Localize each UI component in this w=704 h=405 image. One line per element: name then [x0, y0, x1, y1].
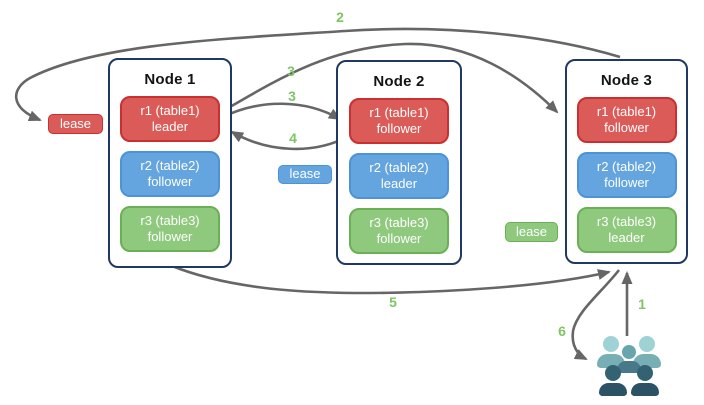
replica-role: leader	[380, 176, 418, 191]
node-2-replica-r3: r3 (table3) follower	[349, 208, 449, 254]
replica-name: r3 (table3)	[369, 215, 429, 230]
node-3: Node 3 r1 (table1) follower r2 (table2) …	[565, 59, 688, 264]
arrow-label-3b: 3	[288, 88, 296, 104]
person-body	[631, 383, 659, 396]
node-1: Node 1 r1 (table1) leader r2 (table2) fo…	[108, 58, 232, 268]
users-icon	[596, 334, 662, 396]
replica-name: r3 (table3)	[596, 214, 657, 229]
person-head	[639, 336, 655, 352]
node-2-title: Node 2	[373, 73, 425, 90]
arrow-label-3a: 3	[287, 63, 295, 79]
node-1-replica-r1: r1 (table1) leader	[120, 96, 220, 142]
node-1-replica-r2: r2 (table2) follower	[120, 151, 220, 197]
replica-name: r3 (table3)	[140, 213, 200, 228]
arrow-5-node1-to-node3	[171, 264, 611, 295]
node-2-replica-r2: r2 (table2) leader	[349, 153, 449, 199]
replica-role: follower	[376, 121, 422, 136]
arrow-6-node3-to-users	[571, 269, 621, 361]
node-3-replica-r3: r3 (table3) leader	[576, 207, 677, 253]
node-3-replica-r2: r2 (table2) follower	[576, 152, 677, 198]
person-head	[603, 336, 619, 352]
replica-name: r2 (table2)	[369, 160, 429, 175]
replica-name: r2 (table2)	[596, 159, 657, 174]
replica-name: r1 (table1)	[369, 105, 429, 120]
node-1-replica-r3: r3 (table3) follower	[120, 206, 220, 252]
lease-badge-table3: lease	[505, 222, 558, 242]
lease-badge-table2: lease	[278, 165, 332, 184]
node-3-title: Node 3	[600, 72, 653, 89]
replica-role: leader	[151, 119, 189, 134]
person-head	[637, 365, 653, 381]
replica-role: follower	[604, 175, 649, 190]
arrow-2-node3-to-lease1	[14, 27, 621, 122]
person-body	[599, 383, 627, 396]
arrow-label-5: 5	[389, 294, 397, 310]
arrow-label-6: 6	[558, 323, 566, 339]
replica-name: r2 (table2)	[140, 158, 200, 173]
arrow-3-node1-to-node2	[222, 102, 342, 121]
person-head	[605, 365, 621, 381]
replica-name: r1 (table1)	[596, 104, 657, 119]
person-body	[633, 354, 661, 368]
person-body	[617, 361, 641, 373]
replica-name: r1 (table1)	[140, 103, 200, 118]
replica-role: follower	[604, 120, 649, 135]
arrow-label-2: 2	[336, 9, 344, 25]
node-1-title: Node 1	[144, 71, 196, 88]
arrow-label-1: 1	[638, 296, 646, 312]
replica-role: follower	[147, 174, 193, 189]
replica-role: follower	[147, 229, 193, 244]
node-2-replica-r1: r1 (table1) follower	[349, 98, 449, 144]
node-2: Node 2 r1 (table1) follower r2 (table2) …	[336, 60, 462, 265]
arrow-label-4: 4	[289, 130, 297, 146]
replica-role: follower	[376, 231, 422, 246]
node-3-replica-r1: r1 (table1) follower	[576, 97, 677, 143]
replica-role: leader	[608, 230, 645, 245]
arrow-3-node1-to-node3	[222, 42, 559, 114]
person-head	[622, 345, 636, 359]
arrow-4-node2-to-node1	[230, 130, 348, 151]
lease-badge-table1: lease	[48, 114, 103, 134]
